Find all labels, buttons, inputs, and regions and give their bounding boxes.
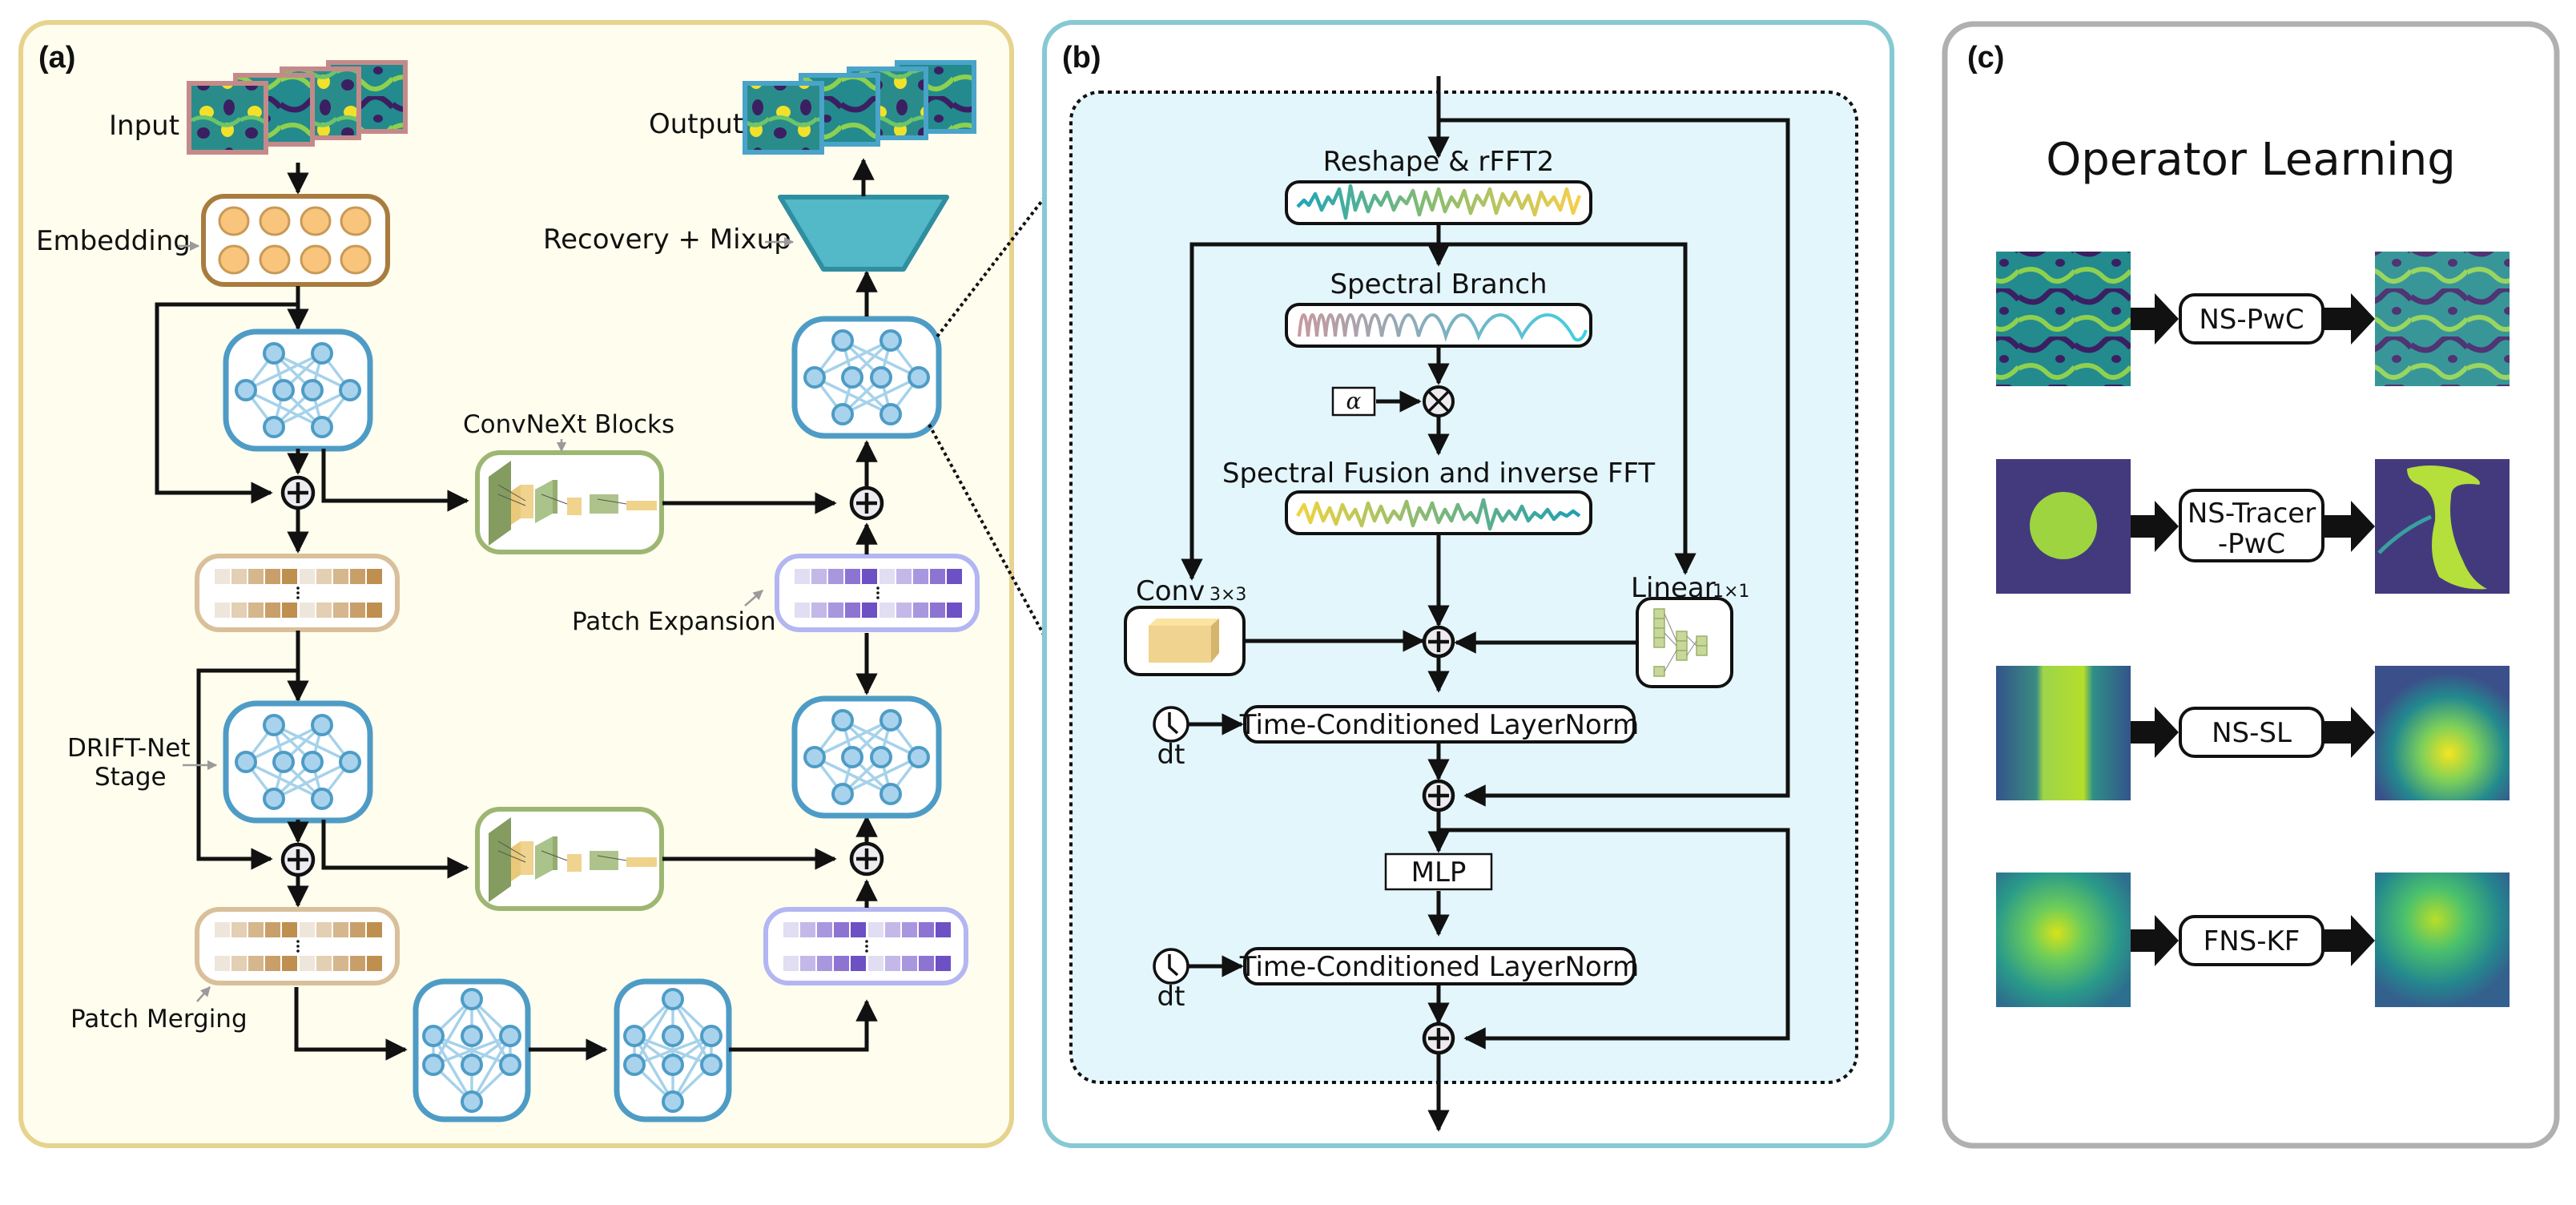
conv-cube-icon (1149, 619, 1219, 663)
convnext-blocks-2 (477, 809, 662, 909)
thick-arrow-icon (2324, 501, 2375, 552)
conv-label: Conv (1136, 575, 1205, 607)
task-label-line2: -PwC (2218, 528, 2285, 560)
dt-label-1: dt (1157, 739, 1185, 771)
embedding-label: Embedding (36, 225, 191, 257)
spectrum-wave-3 (1296, 498, 1581, 531)
task-row-ns-sl: NS-SL (1996, 666, 2510, 800)
task-label-line1: NS-Tracer (2188, 498, 2316, 530)
spectral-branch-block (1285, 303, 1592, 348)
patch-expansion-label: Patch Expansion (572, 607, 776, 636)
thick-arrow-icon (2324, 707, 2375, 758)
conv-kernel-label: 3×3 (1210, 585, 1246, 605)
tracer-disk (2030, 492, 2097, 559)
alpha-symbol: α (1346, 388, 1362, 414)
task-label: NS-PwC (2199, 304, 2304, 336)
drift-stage-enc-1 (226, 332, 370, 449)
task-row-ns-tracer-pwc: NS-Tracer -PwC (1996, 459, 2510, 594)
panel-c: (c) Operator Learning NS-PwC NS-Tracer -… (1942, 21, 2560, 1149)
task-input-field (1996, 873, 2131, 1007)
task-output-field (2375, 873, 2510, 1007)
panel-c-tag: (c) (1967, 41, 2004, 75)
panel-b-tag: (b) (1062, 41, 1101, 75)
bottleneck-stage-2 (617, 981, 729, 1119)
thick-arrow-icon (2131, 293, 2179, 345)
patch-merging-2 (197, 909, 397, 983)
task-label-box (2179, 707, 2324, 758)
task-label-box (2179, 915, 2324, 966)
task-label: NS-SL (2212, 717, 2292, 749)
operator-learning-title: Operator Learning (2046, 134, 2456, 186)
thick-arrow-icon (2324, 293, 2375, 345)
spectrum-wave-2 (1298, 313, 1588, 342)
tc-layernorm-2 (1243, 947, 1636, 985)
patch-expansion-1 (777, 556, 977, 630)
spectral-fusion-label: Spectral Fusion and inverse FFT (1222, 457, 1655, 490)
alpha-box (1331, 386, 1376, 417)
tc-layernorm-1 (1243, 705, 1636, 744)
task-input-field (1996, 252, 2131, 386)
drift-block-inner (1069, 91, 1858, 1084)
clock-icon (1153, 948, 1189, 985)
mlp-block (1384, 852, 1493, 891)
reshape-label: Reshape & rFFT2 (1323, 146, 1555, 178)
zoom-connector-top (936, 159, 1075, 338)
task-output-field (2375, 666, 2510, 800)
dt-label-2: dt (1157, 981, 1185, 1013)
convnext-label: ConvNeXt Blocks (463, 410, 674, 439)
thick-arrow-icon (2131, 501, 2179, 552)
tracer-plume (2407, 465, 2487, 590)
embedding-block (201, 194, 390, 287)
task-label-box (2179, 293, 2324, 345)
convnext-blocks-1 (477, 453, 662, 552)
drift-stage-label-2: Stage (95, 763, 167, 792)
task-output-field (2375, 252, 2510, 386)
recovery-mixup-block (778, 195, 949, 272)
drift-stage-dec-1 (795, 319, 939, 436)
thick-arrow-icon (2131, 915, 2179, 966)
task-row-ns-pwc: NS-PwC (1996, 252, 2510, 386)
drift-stage-dec-2 (795, 699, 939, 816)
recovery-label: Recovery + Mixup (543, 224, 791, 256)
output-frames (743, 60, 976, 155)
panel-a: (a) Input Embedding (18, 20, 1014, 1148)
spectrum-wave-1 (1296, 183, 1582, 220)
spectral-branch-label: Spectral Branch (1330, 268, 1547, 300)
linear-layer-icon (1653, 608, 1708, 677)
thick-arrow-icon (2131, 707, 2179, 758)
task-row-fns-kf: FNS-KF (1996, 873, 2510, 1007)
task-input-field (1996, 666, 2131, 800)
drift-stage-enc-2 (226, 703, 370, 820)
task-label-box (2179, 489, 2324, 562)
panel-b: (b) Reshape & rFFT2 Spectral Branch α Sp… (1042, 20, 1894, 1148)
clock-icon (1153, 706, 1189, 743)
task-label: FNS-KF (2204, 925, 2300, 957)
patch-merging-label: Patch Merging (70, 1005, 248, 1034)
panel-a-tag: (a) (38, 41, 75, 75)
tc-layernorm-2-label: Time-Conditioned LayerNorm (1239, 951, 1640, 983)
mlp-label: MLP (1411, 856, 1467, 889)
patch-expansion-2 (766, 909, 966, 983)
thick-arrow-icon (2324, 915, 2375, 966)
tc-layernorm-1-label: Time-Conditioned LayerNorm (1239, 709, 1640, 741)
drift-stage-label-1: DRIFT-Net (67, 734, 191, 763)
bottleneck-stage-1 (416, 981, 528, 1119)
output-label: Output (649, 108, 743, 140)
patch-merging-1 (197, 556, 397, 630)
input-label: Input (109, 110, 179, 142)
input-frames (187, 60, 408, 155)
